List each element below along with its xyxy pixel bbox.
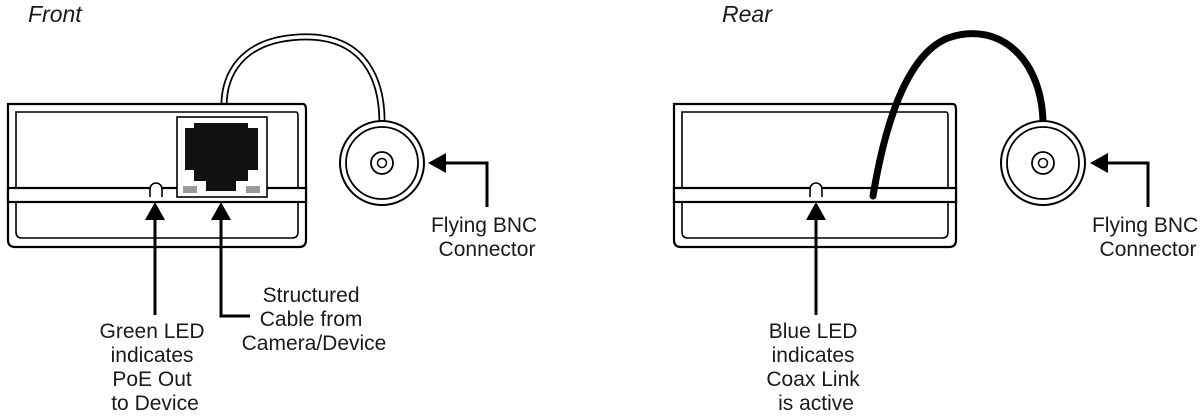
arrow-blue-led: [806, 202, 826, 315]
arrow-rear-bnc: [1090, 153, 1150, 207]
front-bnc-connector-icon: [339, 120, 425, 206]
rear-view-title: Rear: [722, 1, 773, 27]
front-bnc-label: Flying BNC Connector: [431, 214, 543, 261]
front-view: Front: [6, 1, 543, 415]
structured-cable-label: Structured Cable from Camera/Device: [242, 284, 387, 355]
rear-bnc-connector-icon: [1000, 120, 1086, 206]
green-led-label: Green LED indicates PoE Out to Device: [100, 320, 211, 415]
green-led-icon: [149, 182, 163, 197]
blue-led-label: Blue LED indicates Coax Link is active: [766, 320, 865, 415]
arrow-front-bnc: [428, 153, 489, 207]
arrow-green-led: [145, 202, 165, 315]
blue-led-icon: [809, 182, 823, 197]
rj45-port: [176, 116, 268, 198]
rear-view: Rear Blue LED: [672, 1, 1204, 415]
rear-coax-cable: [869, 30, 1047, 200]
arrow-structured-cable: [211, 202, 250, 318]
rear-bnc-label: Flying BNC Connector: [1092, 214, 1204, 261]
front-view-title: Front: [28, 1, 83, 27]
